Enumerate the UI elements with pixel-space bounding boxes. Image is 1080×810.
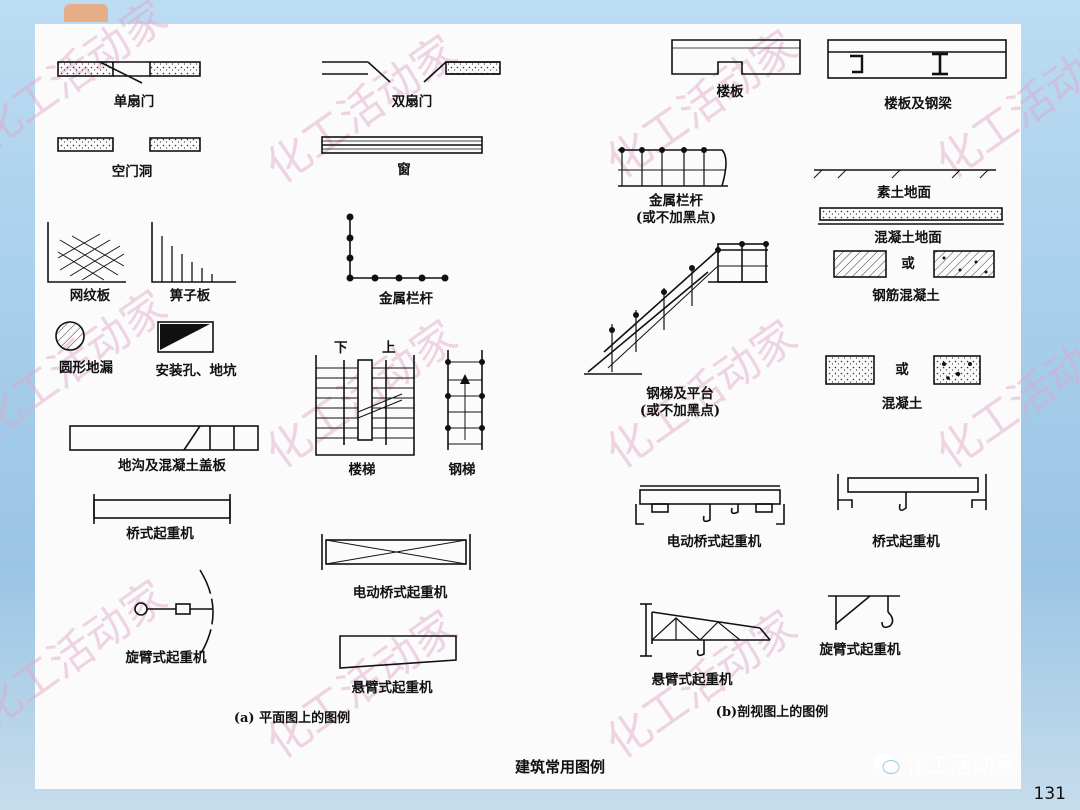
window-label: 窗: [397, 161, 411, 178]
grate-plate-label: 箅子板: [170, 287, 211, 304]
reinforced-concrete-symbol: [833, 250, 995, 278]
round-floor-drain-symbol: [55, 321, 85, 351]
metal-railing-plan-symbol: [346, 213, 449, 282]
install-hole-symbol: [157, 321, 214, 353]
floor-slab-label: 楼板: [717, 83, 745, 100]
stair-platform-symbol: [584, 241, 769, 375]
empty-doorway-label: 空门洞: [112, 163, 153, 180]
stairs-symbol: [315, 355, 415, 456]
cantilever-crane-plan-symbol: [339, 635, 457, 669]
single-door-symbol: [57, 61, 201, 84]
or-label-2: 或: [895, 361, 909, 378]
install-hole-label: 安装孔、地坑: [156, 362, 237, 379]
stair-down-label: 下: [334, 340, 348, 356]
concrete-ground-label: 混凝土地面: [874, 229, 942, 246]
jib-crane-section-label: 旋臂式起重机: [819, 641, 901, 658]
double-door-symbol: [322, 61, 501, 83]
grate-plate-symbol: [151, 222, 236, 283]
metal-railing-section-label: 金属栏杆: [648, 192, 703, 209]
stair-platform-note: (或不加黑点): [640, 402, 720, 419]
metal-railing-plan-label: 金属栏杆: [378, 290, 433, 307]
window-symbol: [321, 136, 483, 154]
steel-ladder-symbol: [445, 350, 485, 450]
mesh-plate-label: 网纹板: [70, 287, 111, 304]
trench-symbol: [69, 425, 259, 451]
slab-steel-beam-symbol: [827, 39, 1007, 79]
mesh-plate-symbol: [47, 222, 126, 283]
jib-crane-plan-symbol: [134, 569, 214, 656]
watermark: 化工活动家: [927, 311, 1080, 479]
figure-title: 建筑常用图例: [515, 758, 605, 776]
concrete-ground-symbol: [818, 207, 1004, 225]
floor-slab-symbol: [671, 39, 801, 75]
bridge-crane-plan-label: 桥式起重机: [126, 525, 194, 542]
plain-ground-symbol: [813, 169, 996, 179]
bridge-crane-plan-symbol: [93, 494, 231, 524]
double-door-label: 双扇门: [392, 93, 433, 110]
reinforced-concrete-label: 钢筋混凝土: [872, 287, 940, 304]
brand-mark: 化工活动家: [872, 748, 1016, 780]
concrete-symbol: [825, 355, 981, 385]
bridge-crane-section-label: 桥式起重机: [872, 533, 940, 550]
electric-bridge-crane-plan-symbol: [321, 534, 471, 570]
plain-ground-label: 素土地面: [877, 184, 931, 201]
jib-crane-section-symbol: [828, 595, 900, 630]
slab-steel-beam-label: 楼板及钢梁: [884, 95, 952, 112]
watermark: 化工活动家: [257, 26, 466, 194]
bridge-crane-section-symbol: [837, 474, 987, 512]
header-decoration: [64, 4, 108, 22]
metal-railing-section-note: (或不加黑点): [636, 209, 716, 226]
cantilever-crane-section-symbol: [640, 603, 771, 657]
watermark: 化工活动家: [0, 0, 177, 159]
brand-text: 化工活动家: [906, 754, 1017, 779]
or-label-1: 或: [901, 255, 915, 272]
stairs-label: 楼梯: [349, 461, 376, 478]
single-door-label: 单扇门: [114, 93, 155, 110]
jib-crane-plan-label: 旋臂式起重机: [125, 649, 207, 666]
stair-up-label: 上: [382, 340, 396, 356]
plan-view-caption: (a) 平面图上的图例: [234, 710, 350, 726]
cantilever-crane-section-label: 悬臂式起重机: [652, 671, 733, 688]
steel-ladder-label: 钢梯: [449, 461, 476, 478]
concrete-label: 混凝土: [882, 395, 923, 412]
cantilever-crane-plan-label: 悬臂式起重机: [352, 679, 433, 696]
stair-platform-label: 钢梯及平台: [646, 385, 714, 402]
watermark: 化工活动家: [597, 21, 806, 189]
electric-bridge-crane-section-label: 电动桥式起重机: [667, 533, 762, 550]
section-view-caption: (b)剖视图上的图例: [716, 704, 828, 720]
trench-label: 地沟及混凝土盖板: [118, 457, 226, 474]
electric-bridge-crane-section-symbol: [635, 485, 785, 525]
empty-doorway-symbol: [57, 137, 201, 152]
electric-bridge-crane-plan-label: 电动桥式起重机: [353, 584, 448, 601]
wechat-icon: [873, 754, 900, 774]
page-number: 131: [1033, 784, 1066, 804]
round-floor-drain-label: 圆形地漏: [59, 359, 113, 376]
metal-railing-section-symbol: [618, 147, 728, 187]
